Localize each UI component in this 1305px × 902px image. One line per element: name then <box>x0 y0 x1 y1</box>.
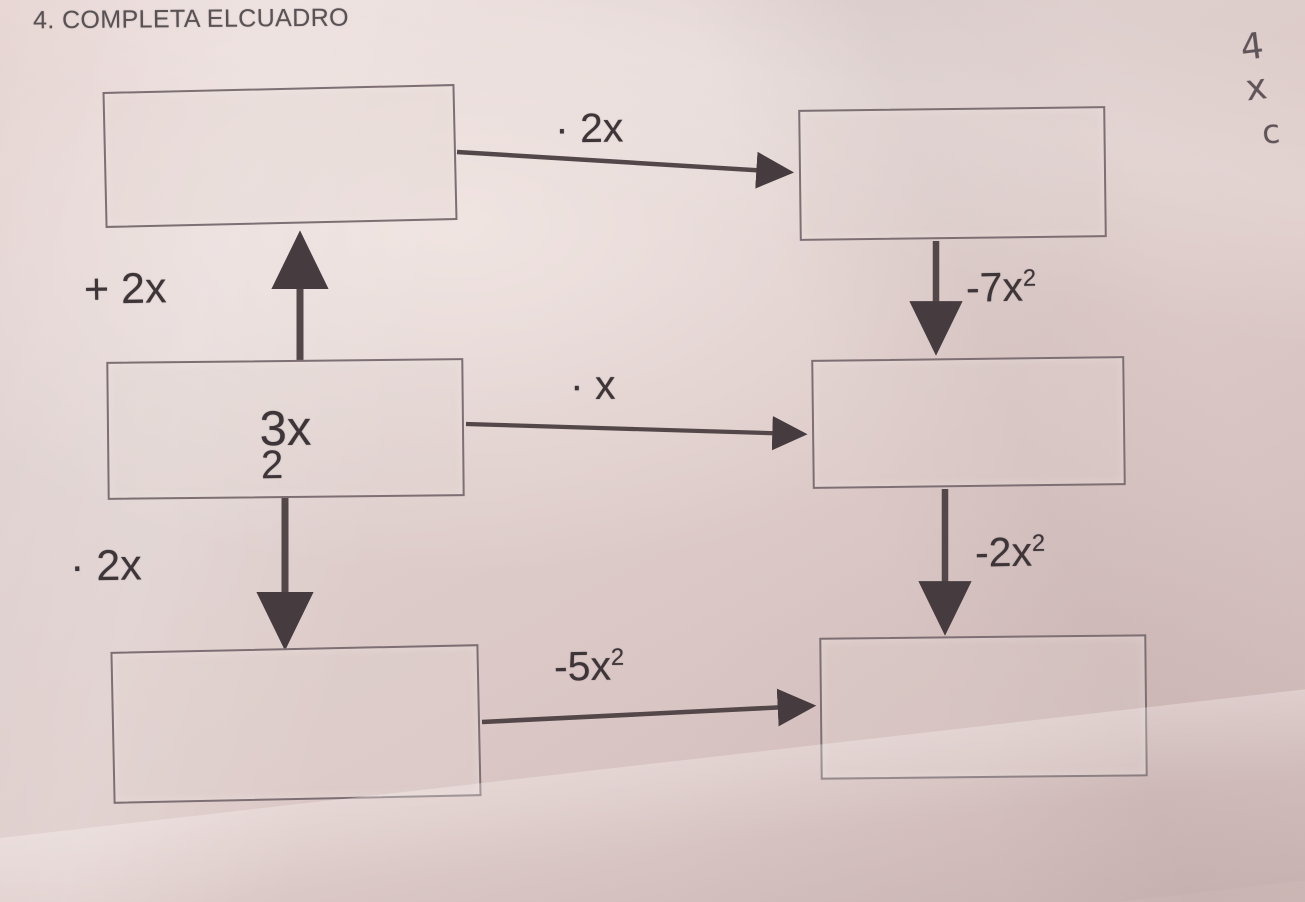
edge-label-minus-7x-squared-exponent: 2 <box>1022 264 1037 292</box>
answer-box-top-left[interactable] <box>102 84 458 228</box>
edge-label-minus-2x-squared: -2x2 <box>974 528 1046 576</box>
edge-label-bottom-multiply-2x: · 2x <box>69 541 143 591</box>
page-title: 4. COMPLETA ELCUADRO <box>32 3 350 35</box>
edge-label-middle-multiply-x: · x <box>569 361 616 409</box>
answer-box-bottom-left[interactable] <box>110 644 482 804</box>
arrow-bottom-left-to-bottom-right <box>481 688 817 727</box>
arrow-top-left-to-top-right <box>456 149 795 189</box>
arrow-middle-left-to-middle-right <box>465 415 808 451</box>
edge-label-top-multiply-2x: · 2x <box>554 104 624 152</box>
handwritten-note-c: c <box>1260 111 1282 152</box>
edge-label-minus-2x-squared-exponent: 2 <box>1031 529 1046 557</box>
answer-box-bottom-right[interactable] <box>819 634 1148 780</box>
edge-label-minus-7x-squared-base: -7x <box>965 263 1024 311</box>
edge-label-minus-5x-squared: -5x2 <box>553 642 625 690</box>
given-box-middle-left[interactable]: 3x 2 <box>106 358 465 500</box>
edge-label-minus-5x-squared-exponent: 2 <box>610 643 625 671</box>
given-box-middle-left-value: 3x 2 <box>259 401 312 487</box>
handwritten-note-4x: 4 x <box>1238 24 1276 110</box>
answer-box-top-right[interactable] <box>798 106 1107 241</box>
edge-label-minus-7x-squared: -7x2 <box>965 263 1037 311</box>
edge-label-plus-2x: + 2x <box>83 264 167 314</box>
given-box-middle-left-subvalue: 2 <box>260 442 284 487</box>
edge-label-minus-2x-squared-base: -2x <box>974 528 1033 576</box>
answer-box-middle-right[interactable] <box>811 356 1126 489</box>
edge-label-minus-5x-squared-base: -5x <box>553 642 612 690</box>
